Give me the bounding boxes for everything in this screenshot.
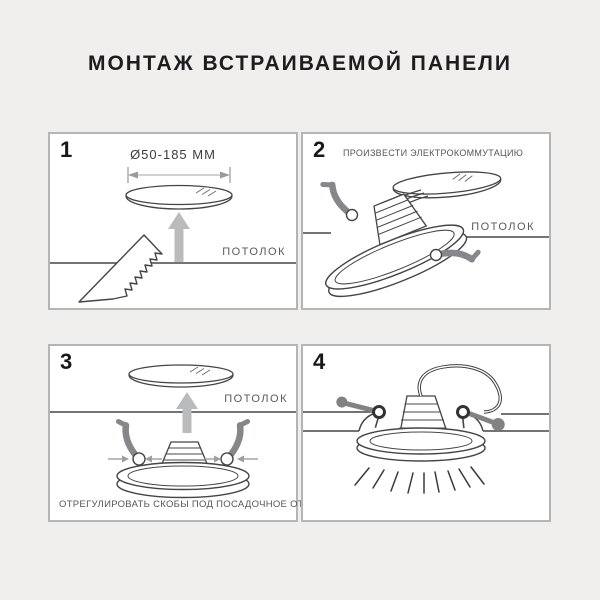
spring-clip-right-icon (220, 419, 251, 466)
step-number: 3 (60, 349, 73, 374)
step-4-drawing (303, 364, 549, 494)
step-1-drawing (50, 167, 296, 303)
step-3-drawing (50, 364, 296, 499)
spring-clip-bottom-right-icon (429, 248, 481, 263)
step-2-panel: 2 ПРОИЗВЕСТИ ЭЛЕКТРОКОММУТАЦИЮ ПОТОЛОК (301, 132, 551, 310)
ceiling-section-lines (303, 411, 549, 432)
tilted-panel (325, 193, 468, 298)
panel-disc-icon (125, 184, 233, 210)
spring-clip-top-left-icon (320, 181, 359, 222)
panel-disc-icon (128, 364, 234, 388)
installed-flange (356, 427, 486, 462)
step-caption: ОТРЕГУЛИРОВАТЬ СКОБЫ ПОД ПОСАДОЧНОЕ ОТВЕ… (59, 499, 351, 510)
driver-box-icon (160, 441, 209, 467)
diameter-dimension-icon (127, 167, 231, 183)
adjust-arrows-icon (108, 455, 258, 463)
ceiling-label: ПОТОЛОК (224, 393, 288, 405)
ceiling-label: ПОТОЛОК (222, 246, 286, 258)
driver-box-icon (373, 193, 428, 246)
step-number: 4 (313, 349, 326, 374)
step-caption: ПРОИЗВЕСТИ ЭЛЕКТРОКОММУТАЦИЮ (343, 148, 524, 158)
step-number: 2 (313, 137, 326, 162)
ceiling-label: ПОТОЛОК (471, 221, 535, 233)
flat-spring-clip-right-icon (456, 405, 505, 431)
up-arrow-icon (176, 392, 198, 433)
flat-spring-clip-left-icon (336, 396, 386, 428)
step-1-panel: 1 Ø50-185 ММ ПОТОЛОК (48, 132, 298, 310)
step-number: 1 (60, 137, 73, 162)
up-arrow-icon (168, 212, 190, 262)
spring-clip-left-icon (115, 419, 146, 466)
driver-disc-icon (392, 171, 502, 199)
installed-ring (116, 461, 250, 499)
light-rays-icon (354, 466, 485, 494)
page-title: МОНТАЖ ВСТРАИВАЕМОЙ ПАНЕЛИ (87, 52, 513, 75)
step-2-drawing (303, 171, 549, 298)
step-4-panel: 4 (301, 344, 551, 522)
hole-cutter-icon (78, 234, 163, 303)
diameter-label: Ø50-185 ММ (130, 147, 216, 162)
step-3-panel: 3 ПОТОЛОК ОТРЕГУЛИРОВАТЬ СКОБЫ ПОД ПОСАД… (48, 344, 350, 522)
supply-wire (417, 364, 502, 414)
